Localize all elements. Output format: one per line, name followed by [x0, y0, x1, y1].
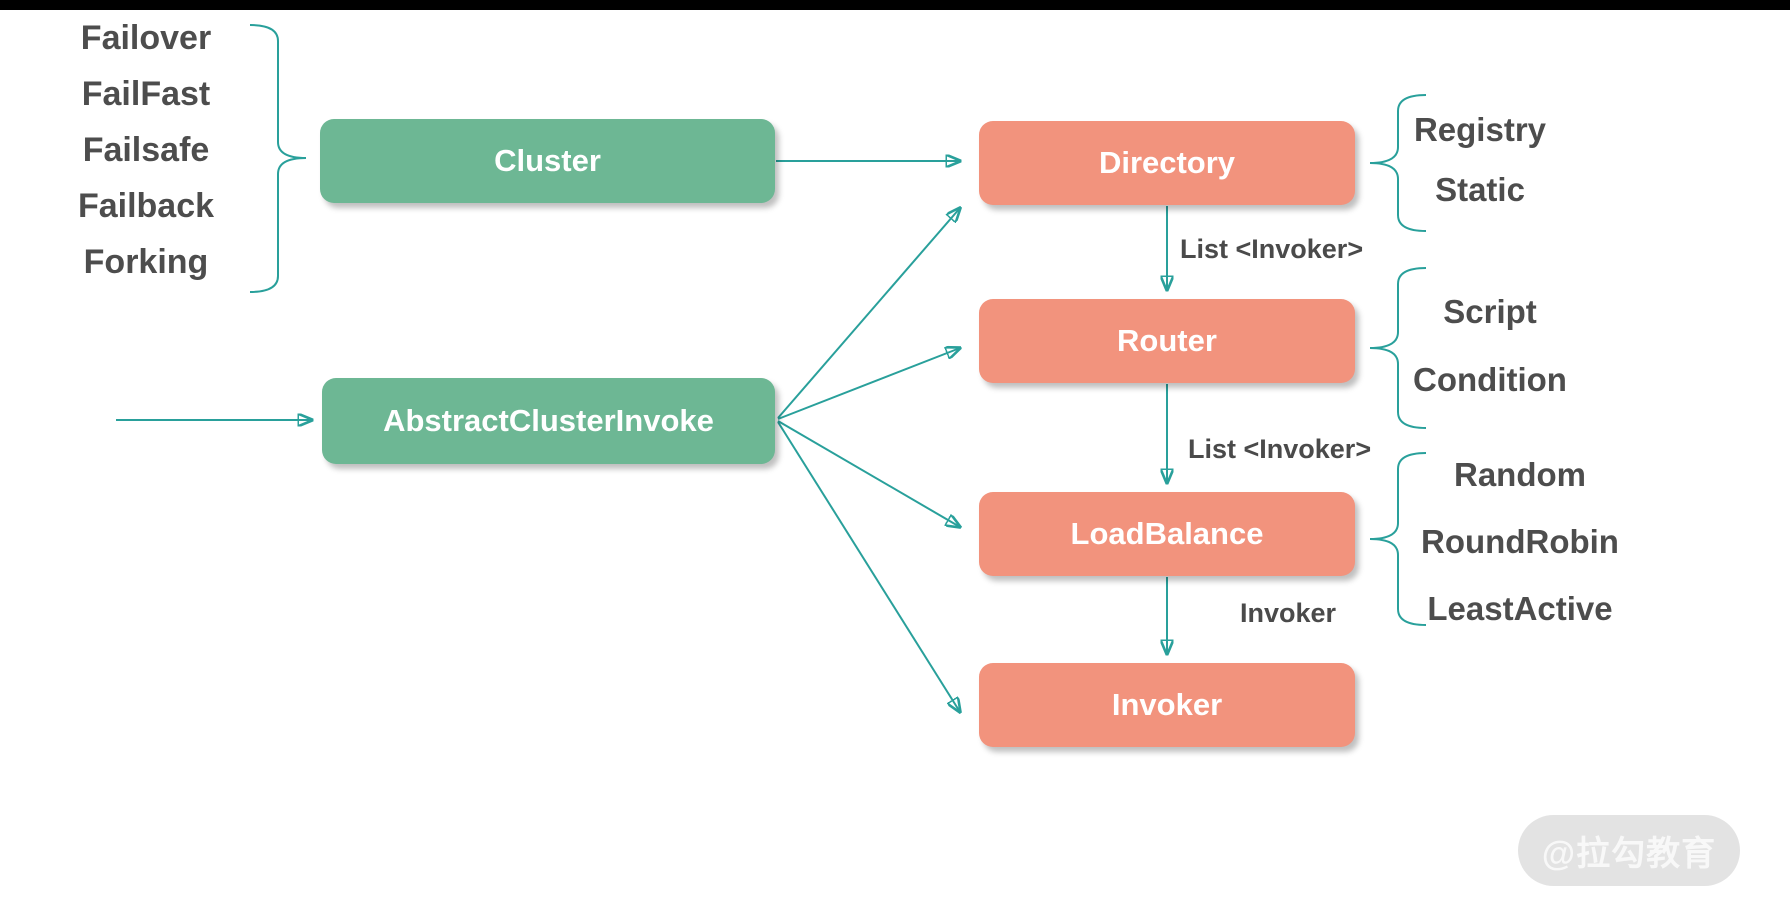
- loadbalance-type-item: Random: [1454, 455, 1586, 493]
- brace-router-types: [1369, 267, 1427, 429]
- arrow-aci-to-directory: [777, 208, 960, 419]
- loadbalance-type-item: LeastActive: [1427, 589, 1613, 627]
- loadbalance-types-list: Random RoundRobin LeastActive: [1400, 441, 1640, 642]
- edge-label-directory-router: List <Invoker>: [1180, 234, 1364, 264]
- brace-directory-types: [1369, 94, 1427, 232]
- cluster-method-item: Failback: [77, 187, 215, 225]
- arrow-aci-to-invoker: [777, 421, 960, 712]
- node-router: Router: [979, 299, 1355, 383]
- watermark-badge: @拉勾教育: [1518, 815, 1740, 886]
- brace-loadbalance-types: [1369, 452, 1427, 626]
- arrow-aci-to-router: [777, 348, 960, 420]
- edge-label-loadbalance-invoker: Invoker: [1240, 598, 1337, 628]
- cluster-method-item: Failsafe: [82, 131, 210, 169]
- letterbox-bar: [0, 0, 1790, 10]
- loadbalance-type-item: RoundRobin: [1421, 522, 1619, 560]
- brace-cluster-methods: [249, 24, 307, 293]
- cluster-method-item: Failover: [80, 19, 212, 57]
- node-abstract-cluster-invoke: AbstractClusterInvoke: [322, 378, 775, 464]
- directory-types-list: Registry Static: [1370, 100, 1590, 220]
- node-invoker: Invoker: [979, 663, 1355, 747]
- node-loadbalance: LoadBalance: [979, 492, 1355, 576]
- arrow-aci-to-loadbalance: [777, 420, 960, 527]
- cluster-method-item: FailFast: [81, 75, 211, 113]
- directory-type-item: Registry: [1413, 111, 1547, 148]
- cluster-methods-list: Failover FailFast Failsafe Failback Fork…: [40, 10, 252, 290]
- node-directory: Directory: [979, 121, 1355, 205]
- cluster-method-item: Forking: [83, 243, 209, 281]
- directory-type-item: Static: [1435, 171, 1525, 208]
- router-types-list: Script Condition: [1380, 278, 1600, 414]
- router-type-item: Script: [1443, 293, 1537, 330]
- edge-label-router-loadbalance: List <Invoker>: [1188, 434, 1372, 464]
- router-type-item: Condition: [1413, 361, 1567, 398]
- node-cluster: Cluster: [320, 119, 775, 203]
